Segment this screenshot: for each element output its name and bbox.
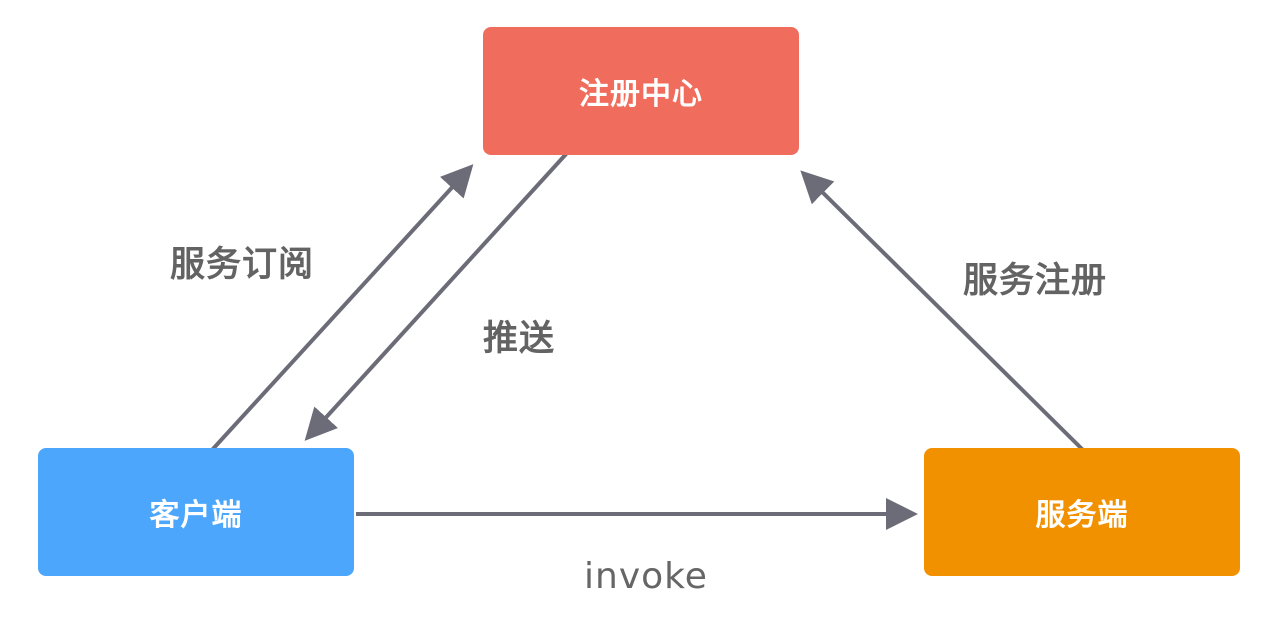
- client-label: 客户端: [149, 498, 243, 533]
- client-node: 客户端: [38, 448, 354, 576]
- edge-register-arrow: [800, 170, 1085, 452]
- edge-subscribe-label: 服务订阅: [170, 245, 315, 285]
- edge-push-arrow: [304, 151, 569, 441]
- edge-invoke-label: invoke: [584, 556, 708, 597]
- server-node: 服务端: [924, 448, 1240, 576]
- edge-push-label: 推送: [483, 319, 556, 359]
- edge-subscribe-arrow: [210, 164, 474, 452]
- registry-center-label: 注册中心: [579, 77, 703, 112]
- edge-register-label: 服务注册: [963, 261, 1108, 301]
- server-label: 服务端: [1035, 498, 1129, 533]
- registry-center-node: 注册中心: [483, 27, 799, 155]
